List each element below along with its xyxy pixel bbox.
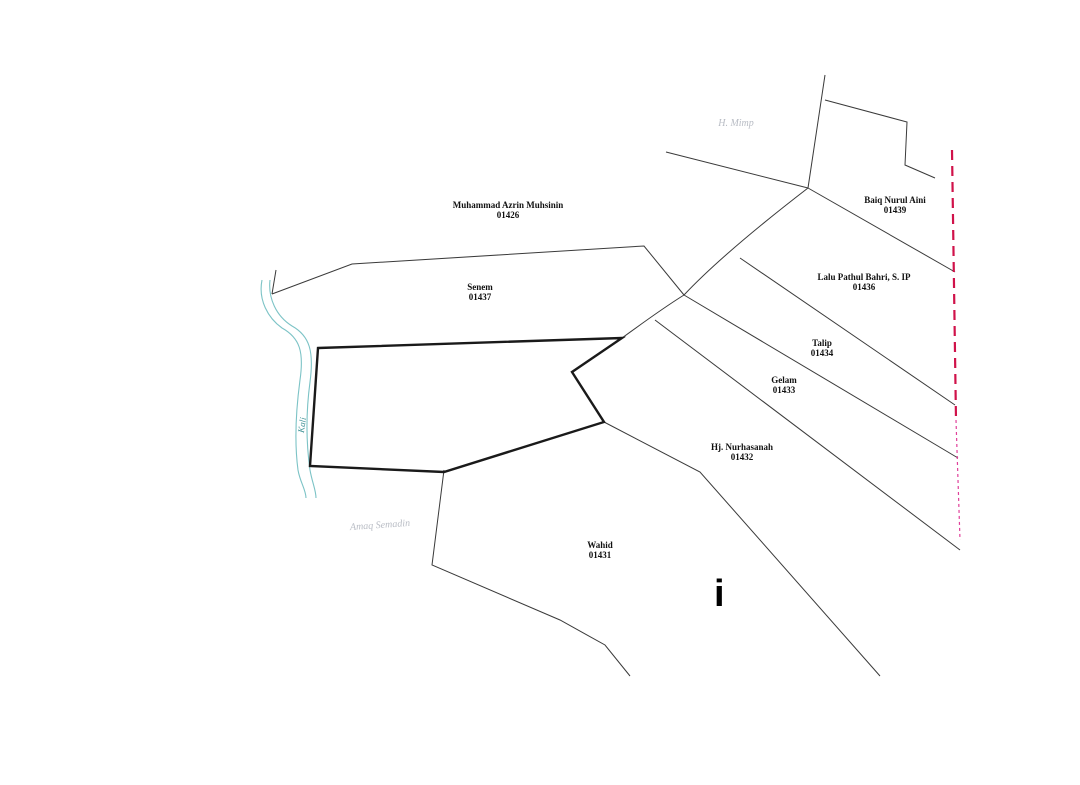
highlighted-parcel[interactable]	[308, 336, 627, 474]
parcel-boundaries	[271, 74, 961, 677]
parcel-id: 01426	[496, 210, 520, 220]
parcel-owner: Hj. Nurhasanah	[710, 442, 774, 452]
parcel-owner: Baiq Nurul Aini	[864, 195, 926, 205]
parcel-owner: Talip	[812, 338, 832, 348]
parcel-label-01431[interactable]: Wahid 01431	[587, 540, 613, 560]
parcel-id: 01431	[588, 550, 612, 560]
parcel-label-01434[interactable]: Talip 01434	[811, 338, 834, 358]
parcel-id: 01433	[772, 385, 796, 395]
parcel-owner: Lalu Pathul Bahri, S. IP	[817, 272, 911, 282]
parcel-label-01426[interactable]: Muhammad Azrin Muhsinin 01426	[453, 200, 564, 220]
parcel-id: 01436	[852, 282, 876, 292]
parcel-owner: Senem	[467, 282, 493, 292]
boundary-edge-marks	[950, 149, 961, 541]
river	[260, 279, 317, 499]
parcel-owner: Wahid	[587, 540, 613, 550]
parcel-label-01439[interactable]: Baiq Nurul Aini 01439	[864, 195, 926, 215]
faint-label-mimp: H. Mimp	[718, 118, 754, 129]
info-marker[interactable]: i	[714, 573, 725, 615]
parcel-owner: Gelam	[771, 375, 797, 385]
parcel-owner: Muhammad Azrin Muhsinin	[452, 200, 564, 210]
parcel-id: 01439	[883, 205, 907, 215]
parcel-id: 01432	[730, 452, 754, 462]
parcel-label-01436[interactable]: Lalu Pathul Bahri, S. IP 01436	[817, 272, 910, 292]
parcel-id: 01437	[468, 292, 492, 302]
parcel-label-01437[interactable]: Senem 01437	[467, 282, 493, 302]
parcel-label-01433[interactable]: Gelam 01433	[771, 375, 797, 395]
river-label: Kali	[296, 416, 309, 434]
parcel-label-01432[interactable]: Hj. Nurhasanah 01432	[711, 442, 773, 462]
parcel-id: 01434	[810, 348, 834, 358]
